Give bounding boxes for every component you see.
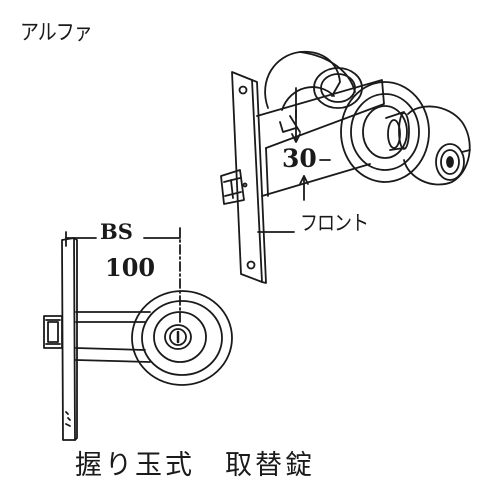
front-label: フロント <box>300 211 369 236</box>
dimension-30-label: 30 <box>282 144 317 173</box>
upper-latch-bolt <box>220 169 245 205</box>
upper-front-knob <box>403 105 471 186</box>
upper-front-rose <box>340 81 430 183</box>
backset-label: BS <box>100 219 133 244</box>
upper-case-body <box>256 79 385 149</box>
lower-front-plate <box>61 237 76 441</box>
backset-value: 100 <box>105 253 156 282</box>
lower-latch-bolt <box>43 315 63 349</box>
lower-lock-illustration <box>43 227 233 441</box>
brand-label: アルファ <box>20 19 93 45</box>
upper-lock-illustration <box>220 50 471 284</box>
lower-rose <box>131 290 233 386</box>
caption-title: 握り玉式 取替錠 <box>75 450 315 481</box>
